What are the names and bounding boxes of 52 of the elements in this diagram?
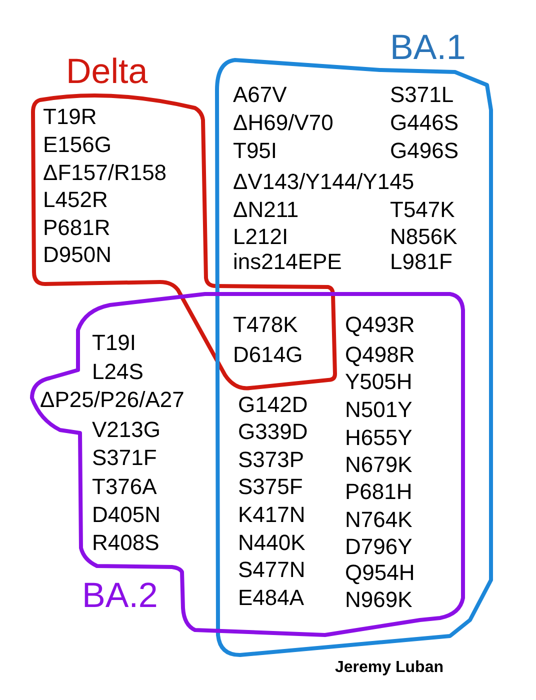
mutation-label: H655Y [345,427,412,449]
mutation-label: T95I [233,140,278,162]
mutation-label: ΔN211 [233,199,299,221]
mutation-label: G446S [390,112,458,134]
author-credit: Jeremy Luban [335,660,444,676]
mutation-label: T376A [92,476,157,498]
mutation-label: D796Y [345,536,412,558]
mutation-label: Q493R [345,314,415,336]
mutation-label: S371L [390,84,454,106]
mutation-label: Y505H [345,371,412,393]
mutation-label: L24S [92,361,144,383]
mutation-label: L981F [390,251,452,273]
mutation-label: G496S [390,140,458,162]
mutation-label: E156G [43,134,112,156]
mutation-label: T547K [390,199,455,221]
mutation-label: N764K [345,509,412,531]
mutation-label: S477N [238,559,306,581]
mutation-label: P681H [345,481,412,503]
mutation-label: N501Y [345,399,412,421]
mutation-label: G339D [238,421,308,443]
mutation-label: ΔP25/P26/A27 [40,389,184,411]
mutation-label: L452R [43,189,108,211]
mutation-label: S371F [92,447,157,469]
group-title: BA.2 [82,578,158,613]
mutation-label: D950N [43,244,112,266]
mutation-label: N969K [345,589,412,611]
group-title: BA.1 [390,30,466,65]
mutation-label: D405N [92,504,160,526]
mutation-label: N679K [345,454,412,476]
mutation-label: P681R [43,217,110,239]
mutation-label: ΔH69/V70 [233,112,334,134]
mutation-label: G142D [238,394,308,416]
mutation-label: E484A [238,587,304,609]
mutation-label: D614G [233,344,303,366]
mutation-label: Q954H [345,562,415,584]
mutation-label: S373P [238,449,304,471]
mutation-label: K417N [238,504,306,526]
mutation-label: ΔF157/R158 [43,162,167,184]
mutation-label: N856K [390,226,458,248]
mutation-label: L212I [233,226,288,248]
mutation-label: T19R [43,106,97,128]
mutation-label: Q498R [345,344,415,366]
mutation-label: ins214EPE [233,251,342,273]
mutation-label: S375F [238,476,303,498]
mutation-label: T478K [233,314,298,336]
mutation-label: R408S [92,532,160,554]
mutation-label: V213G [92,419,160,441]
mutation-label: T19I [92,332,136,354]
mutation-label: N440K [238,532,306,554]
group-title: Delta [66,54,148,89]
mutation-label: A67V [233,84,287,106]
mutation-label: ΔV143/Y144/Y145 [233,171,414,193]
